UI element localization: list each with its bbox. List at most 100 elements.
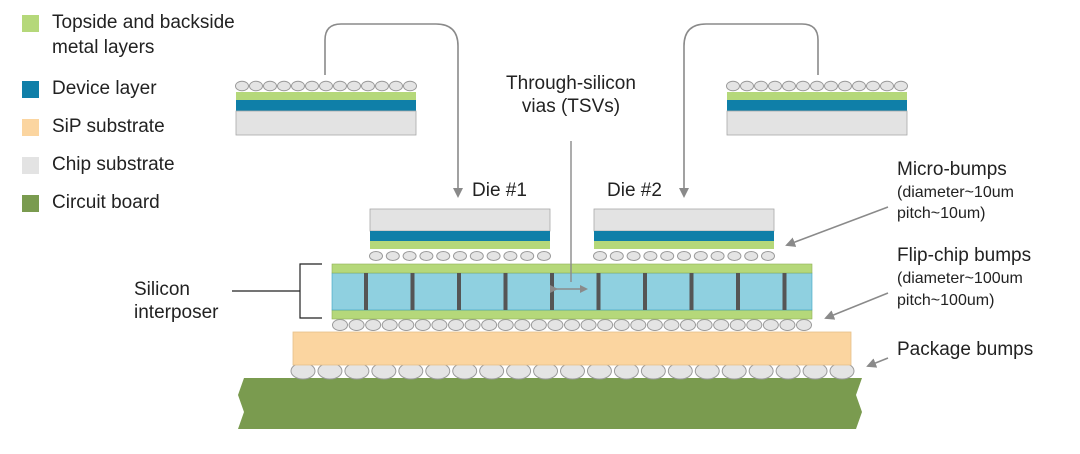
die-2-label: Die #2 [607, 180, 662, 201]
legend-label-metal-1: Topside and backside [52, 12, 235, 33]
legend-swatch-metal [22, 15, 39, 32]
die-2-metal-layer [594, 241, 774, 249]
flip-chip-bump [398, 319, 415, 331]
floating-die-bump [389, 80, 403, 92]
tsv-via [503, 273, 508, 310]
micro-bump [402, 251, 417, 261]
interposer-label-line-2: interposer [134, 302, 219, 323]
legend-swatch-device [22, 81, 39, 98]
flip-chip-bump [696, 319, 713, 331]
floating-die-2-bumps [726, 80, 908, 92]
micro-bump [609, 251, 624, 261]
microbumps-title: Micro-bumps [897, 159, 1007, 180]
legend-label-chip: Chip substrate [52, 154, 175, 175]
floating-die-bump [782, 80, 796, 92]
floating-die-2-device [727, 100, 907, 111]
floating-die-bump [333, 80, 347, 92]
micro-bump [436, 251, 451, 261]
micro-bump [385, 251, 400, 261]
floating-die-1-substrate [235, 110, 417, 136]
flip-chip-bump [414, 319, 431, 331]
floating-die-2-metal [727, 92, 907, 100]
tsv-via [782, 273, 787, 310]
flipchip-title: Flip-chip bumps [897, 245, 1032, 266]
flipchip-spec-1: (diameter~100um [897, 270, 1023, 287]
flip-chip-bump [514, 319, 531, 331]
legend-label-device: Device layer [52, 78, 157, 99]
floating-die-bump [305, 80, 319, 92]
micro-bumps [369, 251, 775, 261]
flip-chip-bump [547, 319, 564, 331]
floating-die-1-metal [236, 92, 416, 100]
tsv-label-line-1: Through-silicon [506, 73, 636, 94]
flip-chip-bump [630, 319, 647, 331]
flip-chip-bump [464, 319, 481, 331]
floating-die-bump [810, 80, 824, 92]
circuit-board [238, 378, 862, 429]
floating-die-bump [768, 80, 782, 92]
die-1-metal-layer [370, 241, 550, 249]
micro-bump [537, 251, 551, 261]
flip-chip-bump [431, 319, 448, 331]
floating-die-bump [291, 80, 305, 92]
die-2-chip-substrate [593, 208, 775, 232]
tsv-via [643, 273, 647, 310]
flip-chip-bump [580, 319, 597, 331]
micro-bump [693, 251, 708, 261]
floating-die-bump [361, 80, 375, 92]
micro-bump [593, 251, 607, 261]
legend-swatch-board [22, 195, 39, 212]
tsv-via [457, 273, 461, 310]
micro-bump [520, 251, 535, 261]
flip-chip-bump [680, 319, 696, 331]
die-1-device-layer [370, 231, 550, 241]
tsv-label: Through-silicon vias (TSVs) [488, 72, 654, 118]
floating-die-bump [852, 80, 866, 92]
flipchip-spec-2: pitch~100um) [897, 292, 995, 309]
flip-chip-bump [713, 319, 730, 331]
flip-chip-bump [779, 319, 796, 331]
floating-die-bump [263, 80, 277, 92]
micro-bump [710, 251, 725, 261]
flip-chip-bump [646, 319, 663, 331]
flip-chip-bump [332, 319, 348, 331]
die-2-device-layer [594, 231, 774, 241]
die-1-label: Die #1 [472, 180, 527, 201]
micro-bump [503, 251, 518, 261]
micro-bump [469, 251, 484, 261]
flip-chip-bump [497, 319, 514, 331]
flip-chip-bumps [332, 319, 812, 331]
flip-chip-bump [448, 319, 464, 331]
floating-die-bump [277, 80, 291, 92]
tsv-via [736, 273, 740, 310]
flip-chip-bump [381, 319, 398, 331]
legend-label-board: Circuit board [52, 192, 160, 213]
interposer-label-line-1: Silicon [134, 279, 190, 300]
flip-chip-bump [481, 319, 498, 331]
floating-die-1-device [236, 100, 416, 111]
microbumps-spec-2: pitch~10um) [897, 205, 986, 222]
silicon-interposer [331, 263, 813, 320]
flip-chip-bump [365, 319, 382, 331]
flip-chip-bump [663, 319, 680, 331]
floating-die-bump [235, 80, 249, 92]
floating-die-2 [726, 80, 908, 136]
flip-chip-bump [530, 319, 547, 331]
floating-die-bump [347, 80, 361, 92]
micro-bump [761, 251, 775, 261]
legend-swatch-chip [22, 157, 39, 174]
floating-die-bump [880, 80, 894, 92]
flip-chip-bump [796, 319, 812, 331]
interposer-bottom-metal [331, 309, 813, 320]
die-1-chip-substrate [369, 208, 551, 232]
tsv-label-line-2: vias (TSVs) [521, 96, 621, 117]
microbumps-arrow [785, 206, 889, 247]
floating-die-2-substrate [726, 110, 908, 136]
tsv-via [550, 273, 554, 310]
die-2 [593, 208, 775, 249]
floating-die-bump [894, 80, 908, 92]
flip-arrow-die-2 [679, 23, 819, 198]
interposer-bracket [299, 263, 322, 319]
